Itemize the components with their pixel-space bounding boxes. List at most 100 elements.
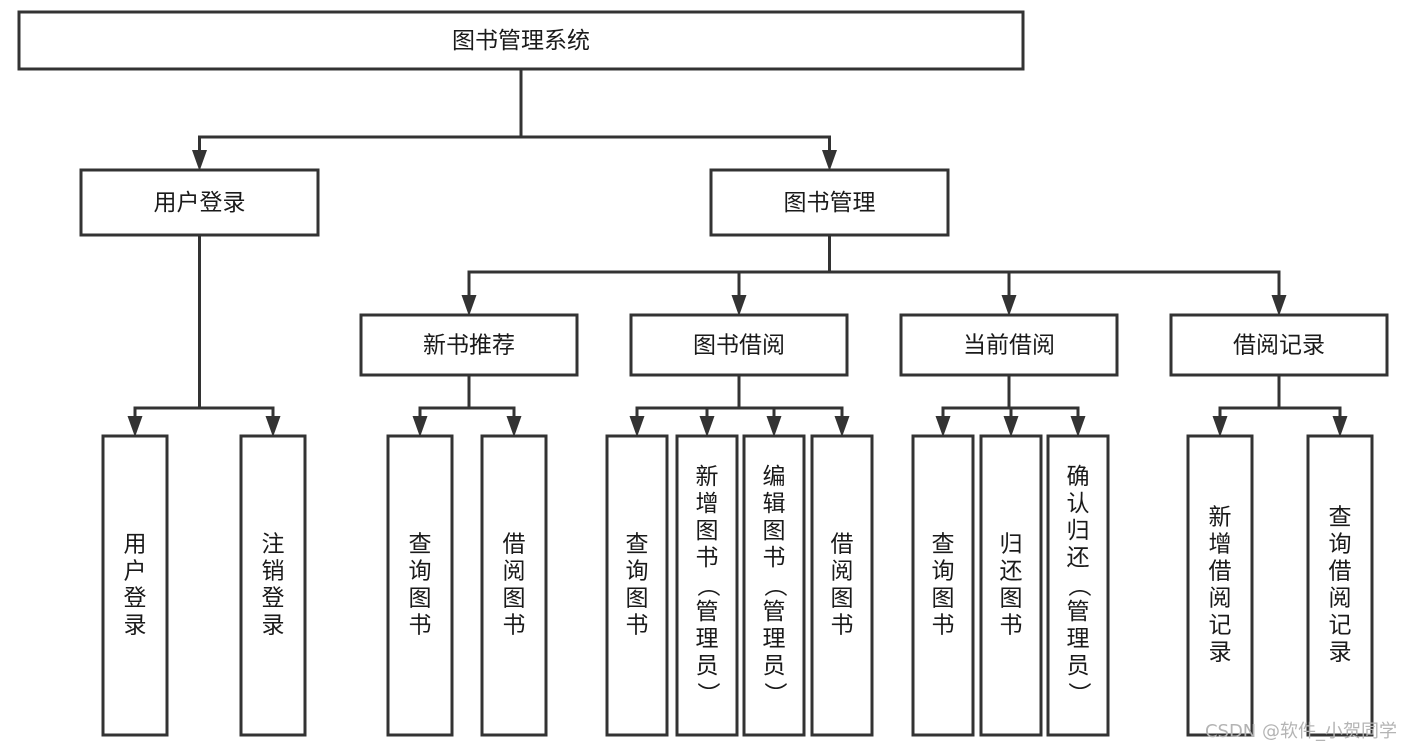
node-label-char: 询 (932, 559, 955, 585)
node-label-char: （ (1066, 574, 1092, 597)
node-label-char: 归 (1067, 518, 1090, 544)
node-box (359, 313, 579, 377)
node-label-char: 员 (1067, 653, 1090, 679)
node-label-char: 用 (124, 532, 147, 558)
node-label-char: 确 (1067, 464, 1090, 490)
node-label-char: 员 (696, 653, 719, 679)
node-label-char: 图 (696, 518, 719, 544)
node-fn-user-login[interactable]: 用户登录 (101, 434, 169, 737)
node-label: 用户登录 (154, 190, 246, 216)
node-new-book-recommend[interactable]: 新书推荐 (359, 313, 579, 377)
node-label-char: 书 (696, 545, 719, 571)
arrowhead-icon (1001, 295, 1017, 316)
node-label-char: （ (762, 574, 788, 597)
node-label-char: 理 (763, 626, 786, 652)
node-box (1306, 434, 1374, 737)
watermark-text: CSDN @软件_小贺同学 (1204, 721, 1397, 742)
arrowhead-icon (731, 295, 747, 316)
arrowhead-icon (834, 416, 850, 437)
node-label-char: 管 (696, 599, 719, 625)
arrowhead-icon (935, 416, 951, 437)
node-book-manage[interactable]: 图书管理 (709, 168, 950, 237)
arrowhead-icon (127, 416, 143, 437)
node-box (239, 434, 307, 737)
node-borrow-record[interactable]: 借阅记录 (1169, 313, 1389, 377)
node-label-char: 阅 (1209, 586, 1232, 612)
node-label-char: 员 (763, 653, 786, 679)
node-label-char: （ (695, 574, 721, 597)
node-label-char: 还 (1000, 559, 1023, 585)
node-label-char: 注 (262, 532, 285, 558)
node-user-login[interactable]: 用户登录 (79, 168, 320, 237)
arrowhead-icon (822, 150, 837, 171)
node-label-char: 图 (1000, 586, 1023, 612)
node-label-char: 图 (626, 586, 649, 612)
node-label-char: 询 (409, 559, 432, 585)
node-label-char: 书 (409, 613, 432, 639)
node-label-char: 录 (262, 613, 285, 639)
node-label-char: ） (1066, 682, 1092, 705)
node-label-char: 书 (503, 613, 526, 639)
node-label-char: 理 (696, 626, 719, 652)
arrowhead-icon (192, 150, 207, 171)
node-label-char: 记 (1209, 613, 1232, 639)
node-label: 当前借阅 (963, 333, 1055, 359)
node-label-char: 录 (124, 613, 147, 639)
node-box (709, 168, 950, 237)
node-label-char: 录 (1209, 640, 1232, 666)
arrowhead-icon (1070, 416, 1086, 437)
node-label-char: 书 (1000, 613, 1023, 639)
arrowhead-icon (1212, 416, 1228, 437)
arrowhead-icon (766, 416, 782, 437)
node-label-char: 辑 (763, 491, 786, 517)
node-label-char: 询 (1329, 532, 1352, 558)
node-label: 图书管理 (784, 190, 876, 216)
node-label-char: 销 (262, 559, 285, 585)
node-label-char: 户 (124, 559, 147, 585)
node-label-char: 查 (409, 532, 432, 558)
node-box (605, 434, 669, 737)
node-label-char: 登 (262, 586, 285, 612)
node-label-char: 录 (1329, 640, 1352, 666)
arrowhead-icon (1271, 295, 1287, 316)
node-label-char: 图 (763, 518, 786, 544)
arrowhead-icon (461, 295, 477, 316)
node-box (101, 434, 169, 737)
arrowhead-icon (412, 416, 428, 437)
node-current-borrow[interactable]: 当前借阅 (899, 313, 1119, 377)
arrowhead-icon (699, 416, 715, 437)
node-label: 借阅记录 (1233, 333, 1325, 359)
node-label-char: ） (762, 682, 788, 705)
node-label-char: 编 (763, 464, 786, 490)
node-label-char: 增 (696, 491, 719, 517)
node-box (1186, 434, 1254, 737)
node-box (675, 434, 739, 737)
node-box (1169, 313, 1389, 377)
node-label-char: 书 (932, 613, 955, 639)
arrowhead-icon (265, 416, 281, 437)
connector-layer (127, 67, 1348, 437)
node-label-char: 新 (696, 464, 719, 490)
node-box (810, 434, 874, 737)
node-label-char: 图 (831, 586, 854, 612)
node-label-char: 管 (763, 599, 786, 625)
node-label-char: 借 (503, 532, 526, 558)
node-label-char: 图 (932, 586, 955, 612)
node-label-char: 管 (1067, 599, 1090, 625)
node-book-borrow[interactable]: 图书借阅 (629, 313, 849, 377)
node-label-char: 查 (932, 532, 955, 558)
node-root[interactable]: 图书管理系统 (17, 10, 1025, 71)
